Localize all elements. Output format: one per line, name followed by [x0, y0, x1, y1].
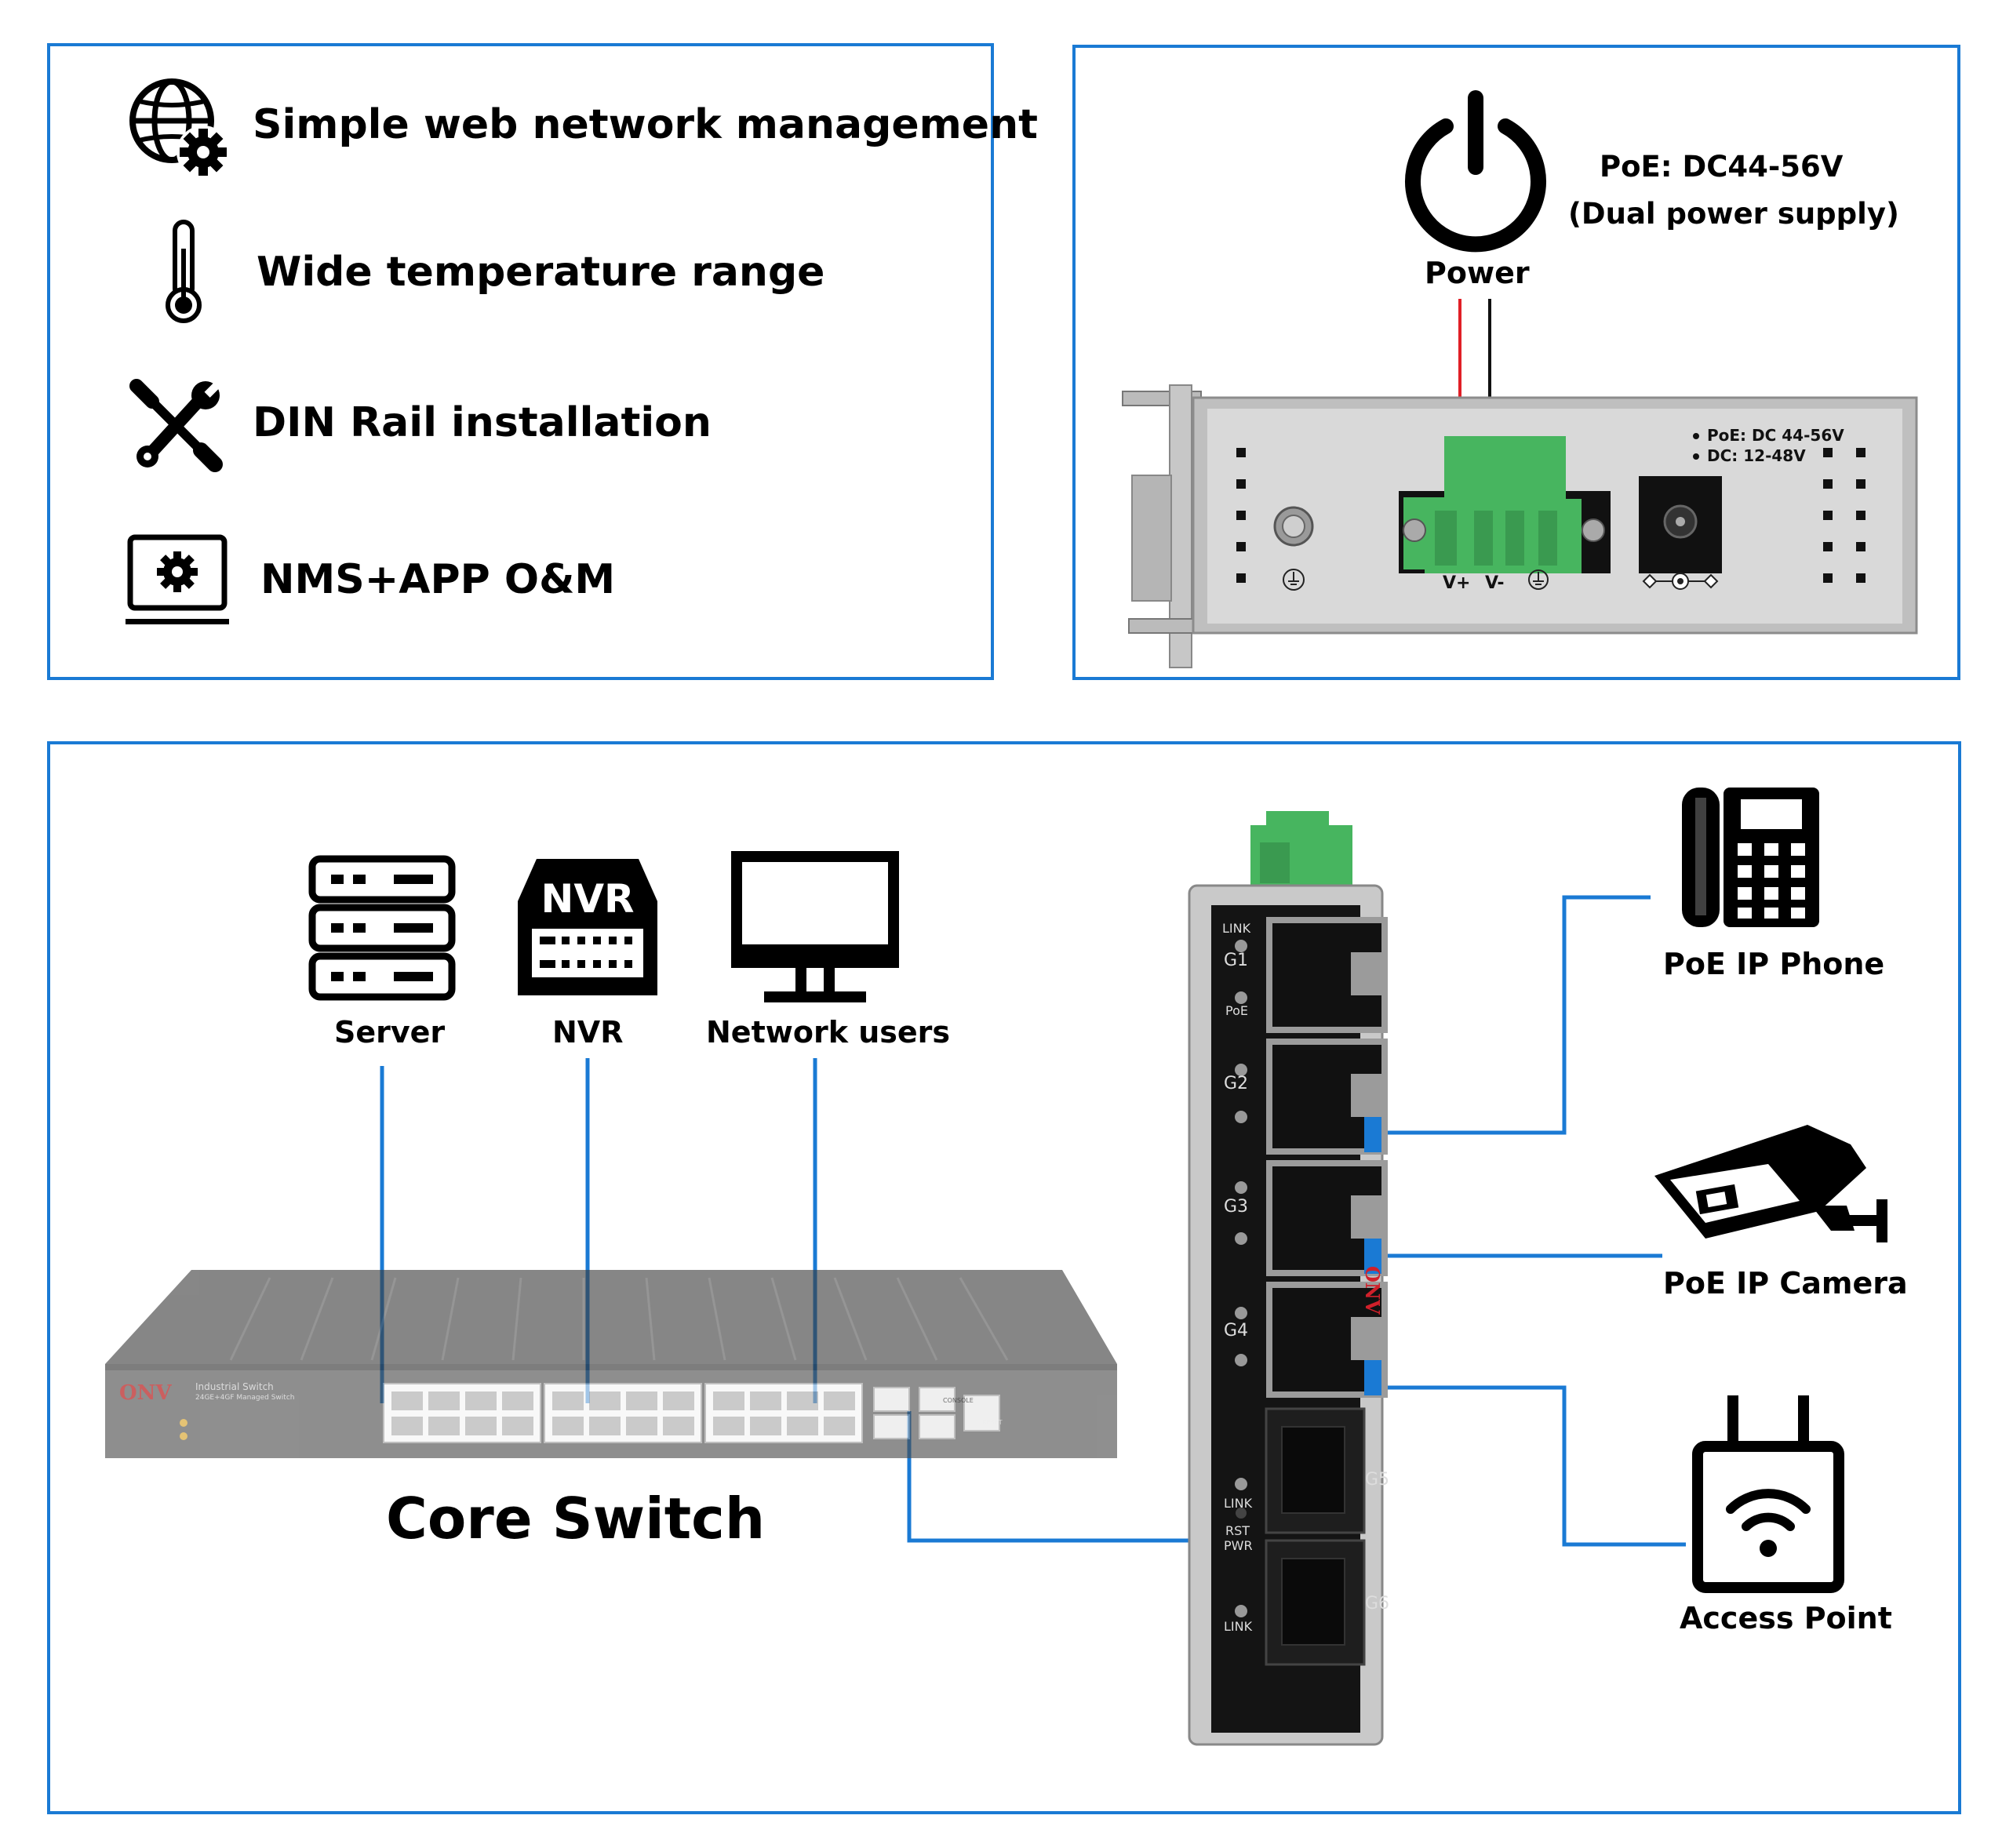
- core-switch-brand: ONV: [119, 1381, 172, 1405]
- port-label-g6: G6: [1365, 1594, 1390, 1613]
- nvr-icon: [518, 859, 657, 995]
- laptop-gear-icon: [126, 534, 229, 624]
- device-label: Network users: [706, 1015, 950, 1050]
- device-label: Server: [334, 1015, 446, 1050]
- power-icon: [1405, 90, 1546, 253]
- monitor-icon: [731, 851, 899, 1002]
- device-label: PoE IP Camera: [1663, 1266, 1908, 1301]
- device-label: Access Point: [1680, 1601, 1892, 1635]
- nvr-badge: NVR: [541, 876, 635, 922]
- feature-label: DIN Rail installation: [253, 399, 712, 446]
- led-label-link-g6: LINK: [1224, 1619, 1253, 1634]
- globe-gear-icon: [129, 78, 230, 179]
- switch-side-view: [1122, 384, 1918, 668]
- power-spec-line1: PoE: DC44-56V: [1600, 150, 1844, 184]
- port-label-g5: G5: [1365, 1470, 1390, 1490]
- ip-camera-icon: [1654, 1125, 1887, 1242]
- core-switch-model: Industrial Switch: [195, 1381, 274, 1392]
- power-title: Power: [1425, 256, 1530, 290]
- terminal-vminus: V-: [1485, 573, 1505, 593]
- led-label-link-g5: LINK: [1224, 1496, 1253, 1511]
- led-label-rst: RST: [1225, 1523, 1250, 1538]
- feature-label: Wide temperature range: [257, 249, 825, 296]
- din-switch: [1188, 811, 1388, 1746]
- din-switch-brand: ONV: [1361, 1266, 1384, 1315]
- port-label-g3: G3: [1224, 1197, 1249, 1217]
- core-switch: [105, 1270, 1117, 1458]
- device-label: NVR: [552, 1015, 624, 1050]
- server-icon: [308, 855, 456, 1001]
- features-panel: Simple web network management Wide tempe…: [47, 43, 1038, 680]
- tools-icon: [129, 379, 223, 472]
- power-spec-line2: (Dual power supply): [1568, 197, 1899, 231]
- feature-label: Simple web network management: [253, 101, 1038, 148]
- thermometer-icon: [166, 220, 202, 323]
- port-label-g2: G2: [1224, 1074, 1249, 1093]
- ip-phone-icon: [1682, 788, 1819, 927]
- led-label-poe: PoE: [1225, 1003, 1248, 1018]
- access-point-icon: [1692, 1395, 1844, 1593]
- core-switch-label: Core Switch: [386, 1486, 766, 1552]
- led-label-pwr: PWR: [1224, 1538, 1253, 1553]
- core-switch-console: CONSOLE: [943, 1397, 974, 1404]
- topology-panel: Server NVR NVR Network users: [47, 741, 1961, 1814]
- terminal-vplus: V+: [1443, 573, 1471, 593]
- panel-label-dc: DC: 12-48V: [1707, 446, 1806, 465]
- power-panel: Power PoE: DC44-56V (Dual power supply): [1072, 45, 1960, 680]
- core-switch-reset: RESET: [982, 1419, 1003, 1426]
- port-label-g1: G1: [1224, 951, 1249, 970]
- panel-label-poe: PoE: DC 44-56V: [1707, 426, 1844, 445]
- led-label-link: LINK: [1222, 921, 1251, 936]
- core-switch-model2: 24GE+4GF Managed Switch: [195, 1394, 295, 1402]
- feature-label: NMS+APP O&M: [260, 556, 616, 603]
- device-label: PoE IP Phone: [1663, 947, 1885, 981]
- port-label-g4: G4: [1224, 1321, 1249, 1341]
